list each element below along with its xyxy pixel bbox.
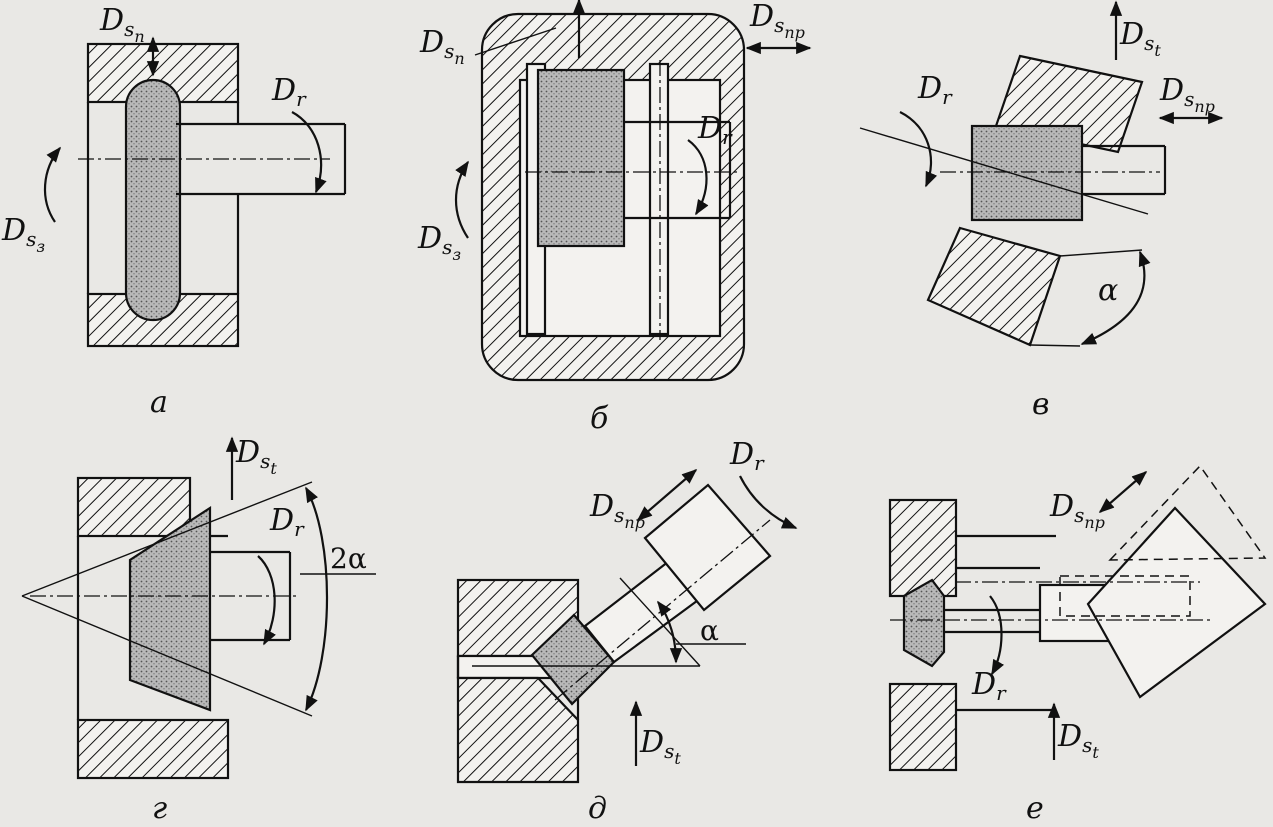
abrasive-wheel-a xyxy=(124,78,182,322)
circular-feed-arrow-b xyxy=(454,160,469,239)
dspr-label-v: Dsпр xyxy=(1159,73,1215,116)
longitudinal-feed-arrow-e xyxy=(1098,470,1148,514)
caption-v: в xyxy=(1032,387,1049,422)
dspr-label-e: Dsпр xyxy=(1049,489,1105,532)
angle-arc-d xyxy=(657,600,683,664)
dspr-label-b: Dsпр xyxy=(749,0,805,42)
dr-label-a: Dr xyxy=(271,73,307,111)
rotation-arrow-v xyxy=(899,111,938,188)
dr-label-d: Dr xyxy=(729,437,765,475)
ds-label-a: Dsп xyxy=(99,3,145,46)
workpiece-lower-d xyxy=(456,676,580,784)
workpiece-upper-g xyxy=(76,476,192,538)
panel-a: Dsп Dr Dsз а xyxy=(1,3,347,420)
dst-label-d: Dst xyxy=(639,725,681,768)
rotation-arrow-e xyxy=(989,595,1005,676)
alpha-label-v: α xyxy=(1098,273,1118,308)
angle-arc-g xyxy=(305,486,329,712)
panel-b: Dsп Dsпр Dr Dsз б xyxy=(417,0,812,436)
rotation-arrow-b xyxy=(687,139,709,216)
dr-label-g: Dr xyxy=(269,503,305,541)
dr-label-e: Dr xyxy=(971,667,1007,705)
ring-right xyxy=(648,62,670,336)
dst-label-v: Dst xyxy=(1119,17,1161,60)
two-alpha-label-g: 2α xyxy=(330,542,367,575)
circular-feed-arrow-a xyxy=(43,146,61,223)
workpiece-upper-e xyxy=(888,498,958,598)
dsz-label-a: Dsз xyxy=(1,213,45,256)
dr-label-b: Dr xyxy=(697,111,733,149)
workpiece-lower-e xyxy=(888,682,958,772)
longitudinal-feed-arrow-d xyxy=(636,468,698,522)
abrasive-wheel-b xyxy=(536,68,626,248)
abrasive-wheel-v xyxy=(970,124,1084,222)
workpiece-lower-g xyxy=(76,718,230,780)
caption-g: г xyxy=(152,791,167,822)
ds-label-b: Dsп xyxy=(419,25,465,68)
dst-label-e: Dst xyxy=(1057,719,1099,762)
panel-d: α Dsпр Dr Dst д xyxy=(456,437,798,826)
workpiece-lower-v xyxy=(926,226,1062,347)
caption-a: а xyxy=(150,385,168,420)
rotation-arrow-a xyxy=(291,111,327,194)
dr-label-v: Dr xyxy=(917,71,953,109)
rotation-arrow-g xyxy=(257,555,276,646)
caption-b: б xyxy=(590,401,609,436)
machine-body-e xyxy=(1086,506,1267,699)
panel-e: Dsпр Dr Dst е xyxy=(888,464,1267,826)
dst-label-g: Dst xyxy=(235,435,277,478)
abrasive-wheel-e xyxy=(902,578,946,668)
caption-e: е xyxy=(1026,791,1044,822)
rotation-arrow-d xyxy=(739,475,798,530)
angle-arc-v xyxy=(1080,250,1151,346)
caption-d: д xyxy=(588,791,607,822)
dspr-label-d: Dsпр xyxy=(589,489,645,532)
alpha-label-d: α xyxy=(700,614,719,647)
panel-v: Dst Dsпр Dr α в xyxy=(859,0,1224,422)
dsz-label-b: Dsз xyxy=(417,221,461,264)
panel-g: Dst Dr 2α г xyxy=(21,435,376,826)
